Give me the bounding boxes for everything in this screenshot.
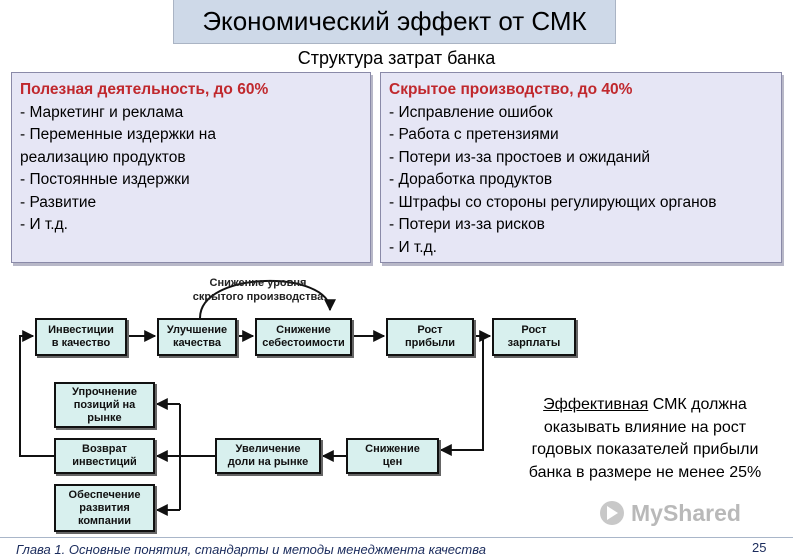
list-item: - Работа с претензиями: [389, 126, 559, 143]
page-title: Экономический эффект от СМК: [202, 6, 587, 36]
hidden-production-loop-arrow: [199, 279, 336, 319]
title-bar: Экономический эффект от СМК: [173, 0, 616, 44]
list-item: - Постоянные издержки: [20, 171, 190, 188]
hidden-production-panel: Скрытое производство, до 40% - Исправлен…: [380, 72, 782, 263]
effectiveness-note: Эффективная СМК должна оказывать влияние…: [528, 396, 762, 481]
list-item: - Штрафы со стороны регулирующих органов: [389, 193, 717, 211]
arrow-return-investments: [19, 330, 54, 457]
list-item: - И т.д.: [20, 216, 68, 233]
footer-chapter-text: Глава 1. Основные понятия, стандарты и м…: [16, 542, 486, 557]
myshared-logo: MyShared: [598, 499, 741, 527]
hidden-production-heading: Скрытое производство, до 40%: [389, 81, 633, 98]
list-item: - Маркетинг и реклама: [20, 103, 184, 121]
list-item: - Потери из-за рисков: [389, 216, 545, 233]
loop-label: Снижение уровня скрытого производства: [192, 277, 324, 303]
list-item: - Переменные издержки на: [20, 126, 216, 143]
list-item: - Потери из-за простоев и ожиданий: [389, 148, 651, 166]
myshared-logo-icon: [600, 501, 624, 525]
note-underlined: Эффективная: [543, 396, 649, 413]
page-subtitle: Структура затрат банка: [297, 48, 496, 68]
list-item: - И т.д.: [389, 238, 437, 256]
list-item: реализацию продуктов: [20, 148, 186, 166]
list-item: - Исправление ошибок: [389, 103, 553, 121]
arrow-profit-prices: [439, 336, 484, 456]
list-item: - Доработка продуктов: [389, 171, 553, 188]
list-item: - Развитие: [20, 193, 97, 211]
useful-activity-heading: Полезная деятельность, до 60%: [20, 81, 269, 98]
page-number: 25: [752, 540, 767, 555]
footer-bar: [0, 537, 793, 559]
useful-activity-panel: Полезная деятельность, до 60% - Маркетин…: [11, 72, 371, 263]
